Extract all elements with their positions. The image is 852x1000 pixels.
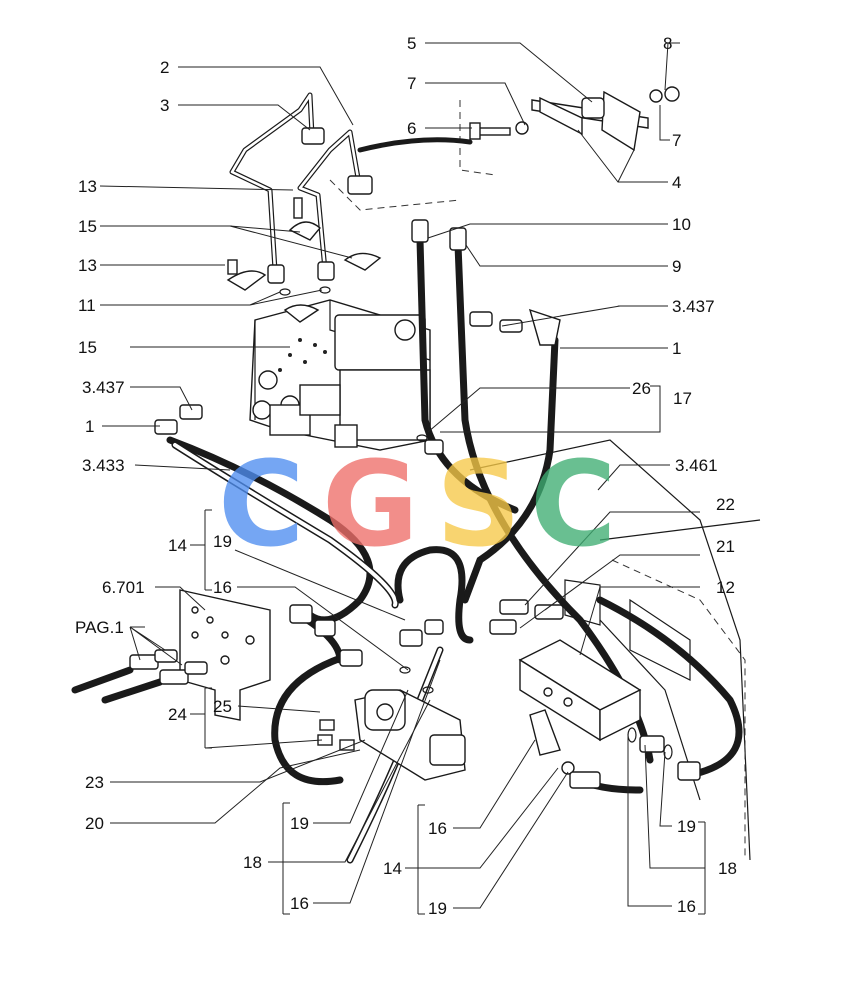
callout-3-437: 3.437	[82, 378, 125, 397]
callout-4: 4	[672, 173, 681, 192]
callout-11: 11	[78, 296, 96, 315]
control-valve-block	[249, 299, 431, 451]
callout-25: 25	[213, 697, 232, 716]
callout-17: 17	[673, 389, 692, 408]
callout-6-701: 6.701	[102, 578, 145, 597]
callout-19: 19	[428, 899, 447, 918]
watermark-letter-2: G	[322, 435, 419, 573]
watermark-letter-1: C	[218, 435, 305, 573]
callout-12: 12	[716, 578, 735, 597]
callout-7: 7	[407, 74, 416, 93]
callout-16: 16	[213, 578, 232, 597]
callout-22: 22	[716, 495, 735, 514]
callout-19: 19	[213, 532, 232, 551]
callout-3: 3	[160, 96, 169, 115]
callout-19: 19	[290, 814, 309, 833]
watermark-letter-4: C	[530, 435, 617, 573]
callout-16: 16	[428, 819, 447, 838]
callout-5: 5	[407, 34, 416, 53]
callout-9: 9	[672, 257, 681, 276]
clamps-and-screws	[226, 197, 382, 323]
callout-10: 10	[672, 215, 691, 234]
callout-3-433: 3.433	[82, 456, 125, 475]
callout-19: 19	[677, 817, 696, 836]
callout-18: 18	[243, 853, 262, 872]
callout-23: 23	[85, 773, 104, 792]
callout-18: 18	[718, 859, 737, 878]
coupler-plate	[129, 589, 271, 721]
distributor-block-12	[518, 579, 642, 742]
callout-13: 13	[78, 256, 97, 275]
mounting-bracket	[469, 86, 680, 152]
callout-20: 20	[85, 814, 104, 833]
callout-16: 16	[290, 894, 309, 913]
callout-1: 1	[672, 339, 681, 358]
watermark-letter-3: S	[436, 435, 521, 573]
callout-2: 2	[160, 58, 169, 77]
callout-1: 1	[85, 417, 94, 436]
callout-16: 16	[677, 897, 696, 916]
hose-fittings	[154, 219, 701, 789]
callout-labels: 2 3 13 15 13 11 15 3.437 1 3.433 14 19 1…	[75, 34, 737, 918]
callout-6: 6	[407, 119, 416, 138]
callout-13: 13	[78, 177, 97, 196]
callout-24: 24	[168, 705, 187, 724]
callout-15: 15	[78, 217, 97, 236]
callout-14: 14	[168, 536, 187, 555]
leader-lines	[99, 42, 706, 915]
callout-21: 21	[716, 537, 735, 556]
callout-pag-1: PAG.1	[75, 618, 124, 637]
callout-3-437: 3.437	[672, 297, 715, 316]
callout-26: 26	[632, 379, 651, 398]
callout-7: 7	[672, 131, 681, 150]
callout-15: 15	[78, 338, 97, 357]
callout-8: 8	[663, 34, 672, 53]
watermark-logo: C G S C	[218, 435, 617, 573]
callout-14: 14	[383, 859, 402, 878]
callout-3-461: 3.461	[675, 456, 718, 475]
